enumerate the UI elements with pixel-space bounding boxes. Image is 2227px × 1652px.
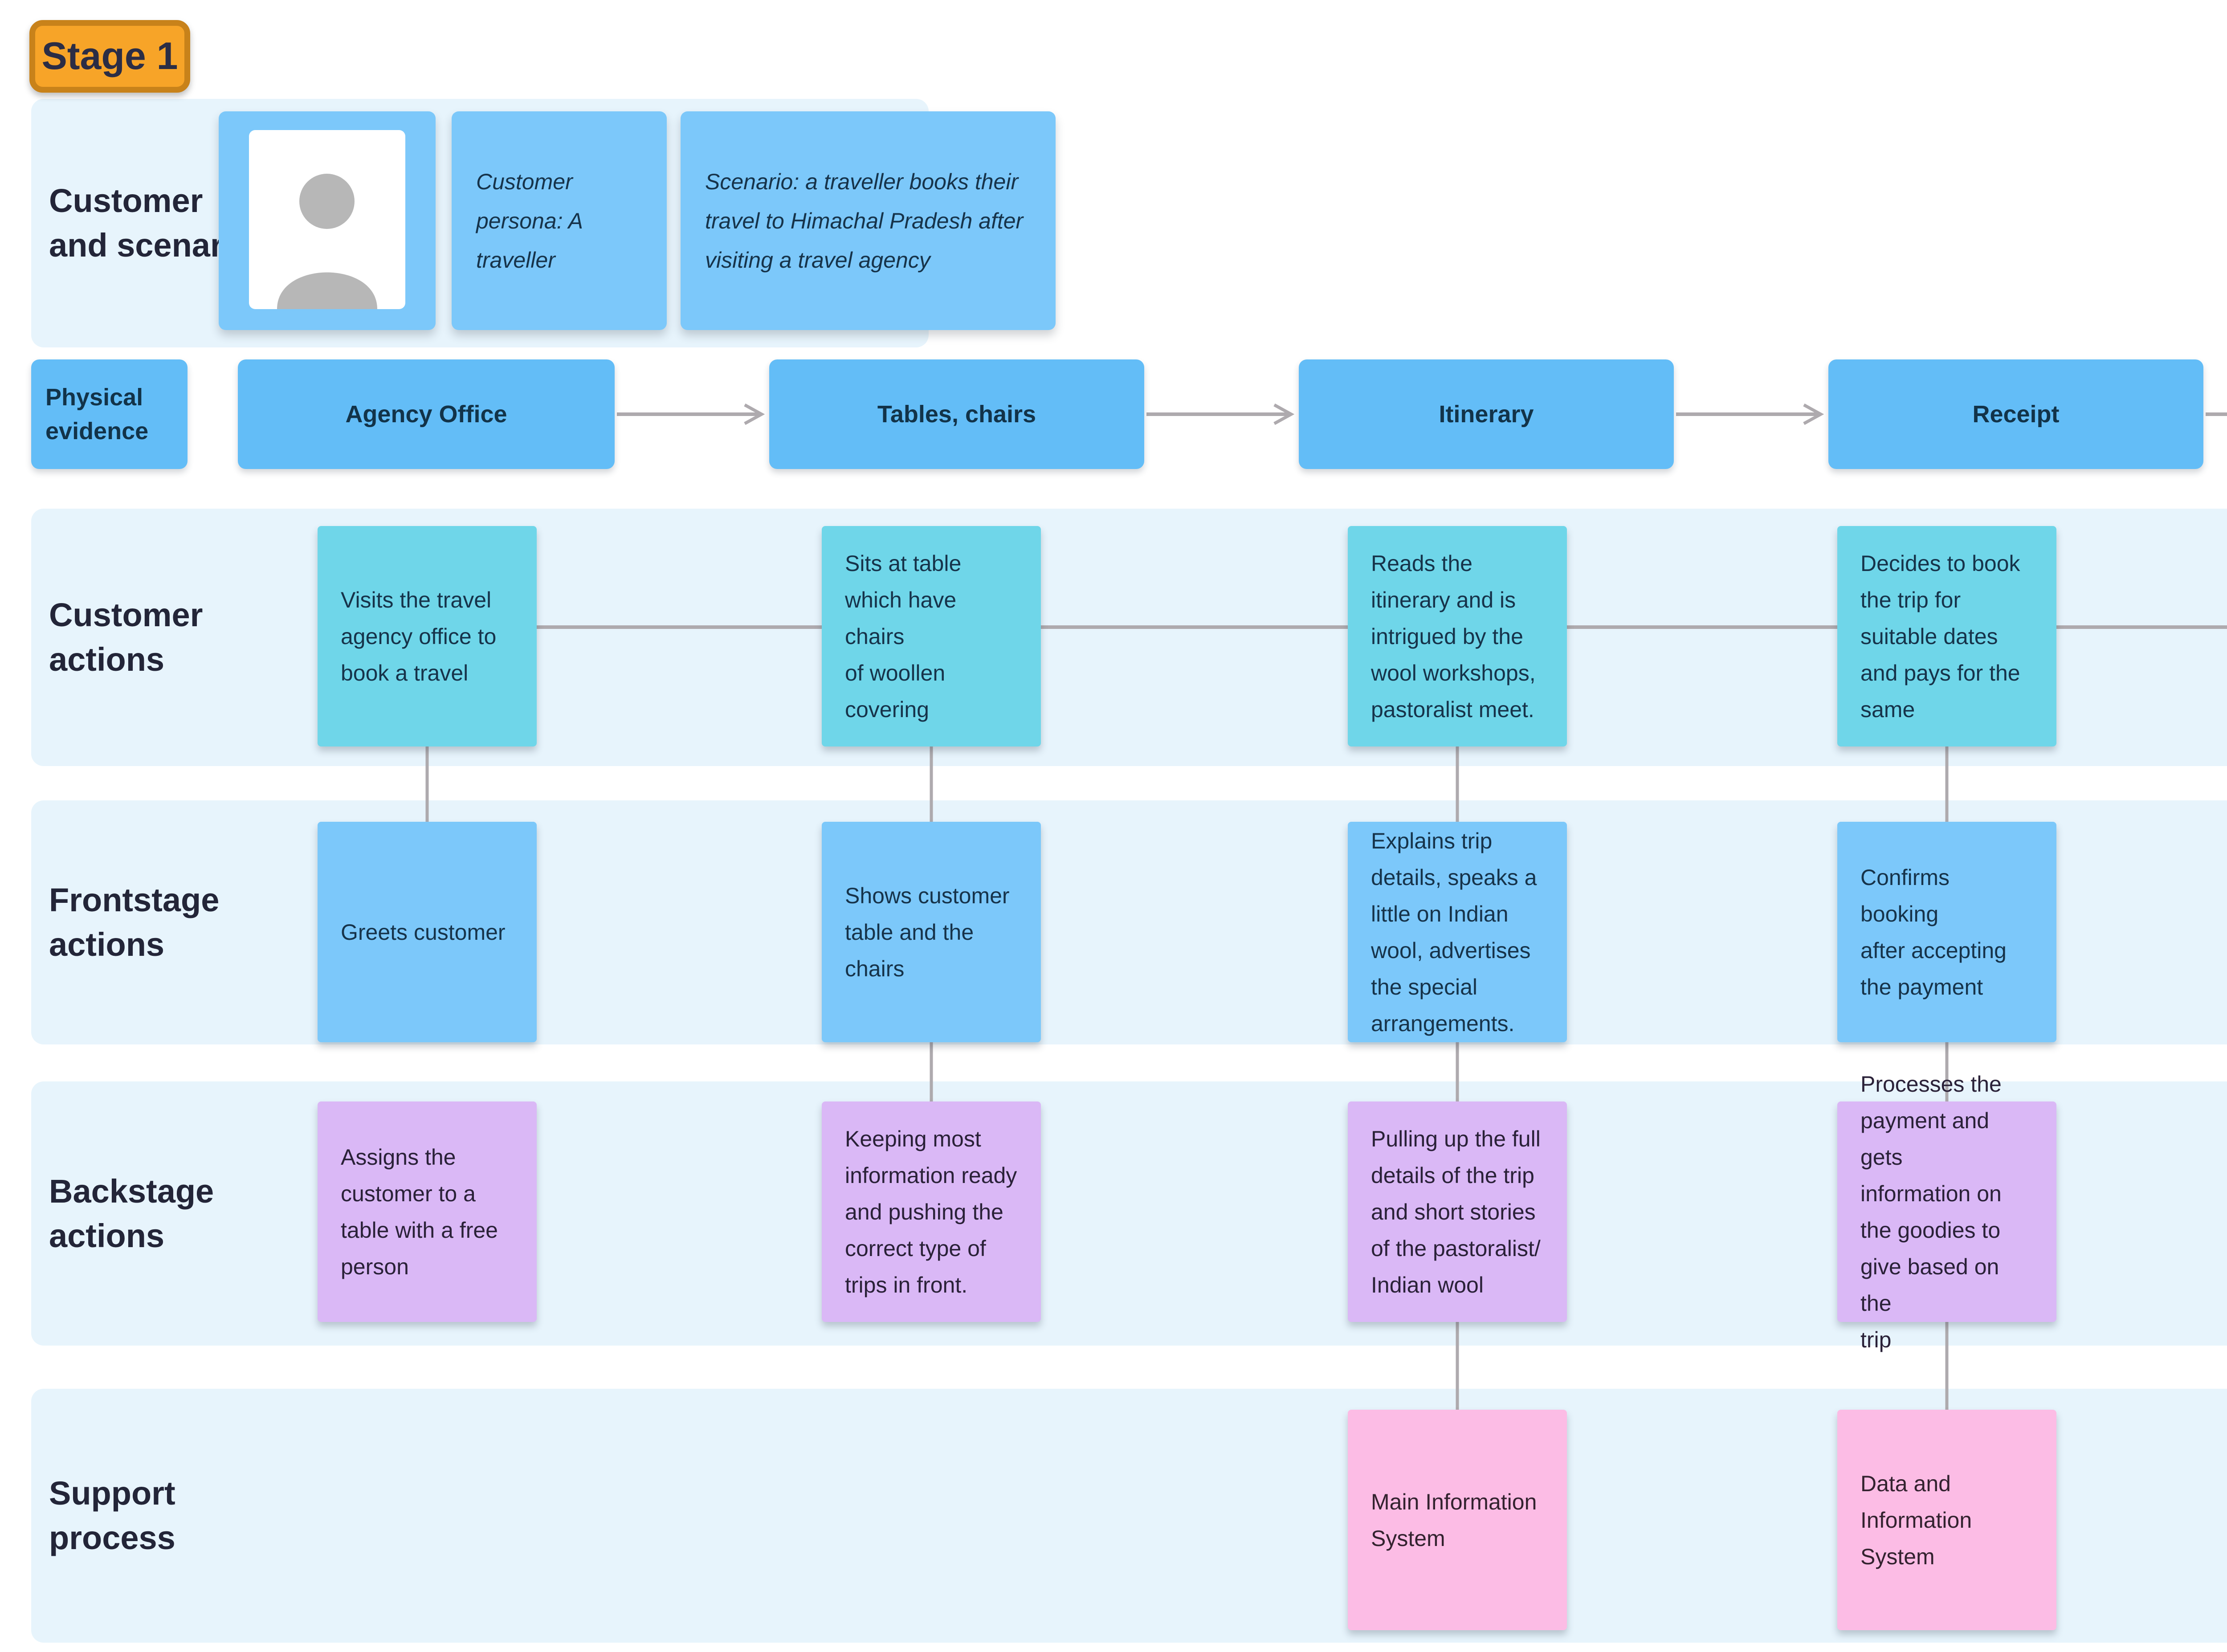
sticky-backstage-action-4[interactable]: Processes the payment and gets informati… [1837, 1072, 2056, 1352]
sticky-support-process-1[interactable]: Main Information System [1348, 1410, 1567, 1630]
row-label-frontstage-actions: Frontstage actions [49, 881, 220, 963]
sticky-backstage-action-2[interactable]: Keeping most information ready and pushi… [822, 1101, 1041, 1322]
evidence-itinerary[interactable]: Itinerary [1299, 359, 1674, 469]
evidence-receipt[interactable]: Receipt [1828, 359, 2203, 469]
sticky-customer-action-1[interactable]: Visits the travel agency office to book … [318, 526, 537, 746]
stage-badge[interactable]: Stage 1 [29, 20, 190, 93]
persona-photo-placeholder [249, 130, 405, 309]
evidence-tables-chairs[interactable]: Tables, chairs [769, 359, 1144, 469]
sticky-backstage-action-3[interactable]: Pulling up the full details of the trip … [1348, 1101, 1567, 1322]
row-label-support-process: Support process [49, 1475, 175, 1556]
sticky-frontstage-action-3[interactable]: Explains trip details, speaks a little o… [1348, 822, 1567, 1042]
sticky-customer-action-4[interactable]: Decides to book the trip for suitable da… [1837, 526, 2056, 746]
persona-image-card[interactable] [219, 111, 436, 330]
sticky-frontstage-action-4[interactable]: Confirms booking after accepting the pay… [1837, 822, 2056, 1042]
sticky-support-process-2[interactable]: Data and Information System [1837, 1410, 2056, 1630]
sticky-frontstage-action-2[interactable]: Shows customer table and the chairs [822, 822, 1041, 1042]
persona-caption-card[interactable]: Customer persona: A traveller [452, 111, 667, 330]
row-label-physical-evidence: Physical evidence [31, 359, 188, 469]
row-label-backstage-actions: Backstage actions [49, 1172, 214, 1254]
evidence-agency-office[interactable]: Agency Office [238, 359, 615, 469]
sticky-backstage-action-1[interactable]: Assigns the customer to a table with a f… [318, 1101, 537, 1322]
sticky-frontstage-action-1[interactable]: Greets customer [318, 822, 537, 1042]
sticky-customer-action-3[interactable]: Reads the itinerary and is intrigued by … [1348, 526, 1567, 746]
scenario-card[interactable]: Scenario: a traveller books their travel… [681, 111, 1056, 330]
person-icon [277, 174, 377, 309]
row-label-customer-actions: Customer actions [49, 596, 203, 678]
sticky-customer-action-2[interactable]: Sits at table which have chairs of wooll… [822, 526, 1041, 746]
